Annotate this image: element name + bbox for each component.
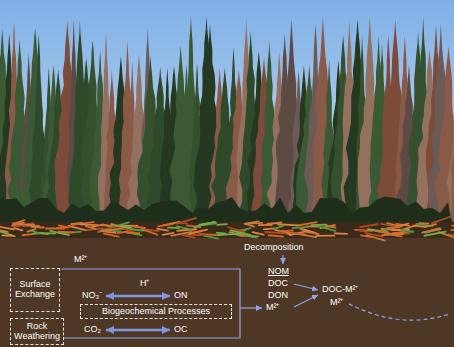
ion-label: M²⁺ bbox=[266, 302, 280, 312]
collector-bracket bbox=[61, 269, 240, 338]
process-box: Rock Weathering bbox=[10, 318, 64, 345]
process-label: Rock Weathering bbox=[14, 322, 60, 342]
needle bbox=[176, 218, 196, 223]
needle bbox=[59, 225, 68, 227]
needle bbox=[387, 226, 402, 228]
needle bbox=[259, 224, 272, 226]
needle bbox=[0, 230, 12, 235]
needle bbox=[186, 234, 200, 236]
needle bbox=[451, 224, 454, 231]
needle bbox=[292, 227, 308, 228]
needle bbox=[280, 230, 293, 232]
needle bbox=[127, 232, 140, 235]
needle bbox=[432, 216, 452, 223]
needle bbox=[69, 226, 87, 231]
needle bbox=[419, 222, 428, 224]
needle bbox=[218, 234, 240, 236]
forest-trees bbox=[0, 12, 454, 232]
needle bbox=[382, 234, 402, 235]
needle bbox=[217, 223, 227, 225]
process-box: Biogeochemical Processes bbox=[80, 304, 232, 319]
needle bbox=[125, 232, 142, 236]
needle bbox=[265, 232, 286, 233]
species-label: OC bbox=[174, 324, 188, 334]
needle bbox=[46, 228, 65, 230]
needle bbox=[319, 226, 336, 231]
needle bbox=[15, 223, 34, 226]
flow-arrow bbox=[294, 295, 318, 307]
needle bbox=[360, 224, 378, 227]
needle bbox=[396, 224, 409, 226]
needle bbox=[142, 229, 157, 235]
needle bbox=[2, 235, 14, 238]
species-label: DOC bbox=[268, 278, 288, 288]
needle bbox=[422, 228, 439, 232]
species-label: CO₂ bbox=[84, 324, 101, 334]
complex-label: DOC-M²⁺ bbox=[322, 284, 359, 294]
species-label: NOM bbox=[268, 266, 289, 276]
needle bbox=[316, 235, 334, 237]
needle bbox=[278, 224, 298, 225]
needle bbox=[0, 230, 8, 232]
sky bbox=[0, 0, 454, 230]
species-label: NO₃⁻ bbox=[82, 290, 102, 300]
needle bbox=[264, 228, 274, 231]
needle bbox=[269, 235, 284, 236]
needle bbox=[381, 224, 395, 227]
needle bbox=[131, 229, 142, 231]
needle bbox=[32, 231, 40, 234]
export-path bbox=[349, 304, 450, 320]
needle bbox=[101, 228, 123, 231]
ion-label: M²⁺ bbox=[330, 297, 344, 307]
needle bbox=[14, 223, 33, 227]
needle bbox=[452, 225, 454, 228]
needle bbox=[204, 236, 218, 239]
needle bbox=[253, 232, 264, 235]
needle bbox=[326, 226, 335, 228]
needle bbox=[375, 231, 392, 234]
species-label: ON bbox=[174, 290, 188, 300]
needle bbox=[245, 224, 255, 227]
needle bbox=[274, 226, 284, 229]
exchange-arrow bbox=[106, 329, 170, 332]
needle bbox=[31, 226, 43, 228]
soil-panel bbox=[0, 234, 454, 347]
needle bbox=[401, 230, 414, 232]
needle bbox=[177, 226, 191, 229]
process-label: Surface Exchange bbox=[14, 280, 56, 300]
needle bbox=[194, 222, 213, 227]
needle bbox=[14, 228, 22, 230]
needle bbox=[92, 225, 104, 227]
flow-arrow bbox=[240, 307, 262, 308]
process-label: Biogeochemical Processes bbox=[102, 307, 210, 317]
needle bbox=[133, 226, 145, 228]
needle bbox=[163, 233, 174, 235]
tree bbox=[449, 37, 454, 227]
litter-layer bbox=[0, 216, 454, 240]
needle bbox=[335, 232, 347, 234]
needle bbox=[358, 230, 367, 231]
needle bbox=[157, 229, 168, 231]
process-box: Surface Exchange bbox=[10, 268, 60, 312]
needle bbox=[367, 235, 385, 240]
needle bbox=[305, 232, 318, 234]
ion-label: H⁺ bbox=[140, 278, 150, 288]
needle bbox=[249, 222, 263, 224]
process-label: Decomposition bbox=[244, 242, 304, 252]
needle bbox=[425, 224, 436, 227]
ion-label: M²⁺ bbox=[74, 254, 88, 264]
flow-arrow bbox=[282, 255, 283, 264]
needle bbox=[104, 234, 119, 237]
species-label: DON bbox=[268, 290, 288, 300]
needle bbox=[122, 225, 132, 228]
flow-arrow bbox=[294, 284, 318, 290]
litter-ground bbox=[0, 222, 454, 238]
needle bbox=[0, 226, 14, 230]
needle bbox=[50, 231, 69, 235]
exchange-arrow bbox=[106, 295, 170, 298]
needle bbox=[158, 224, 173, 226]
